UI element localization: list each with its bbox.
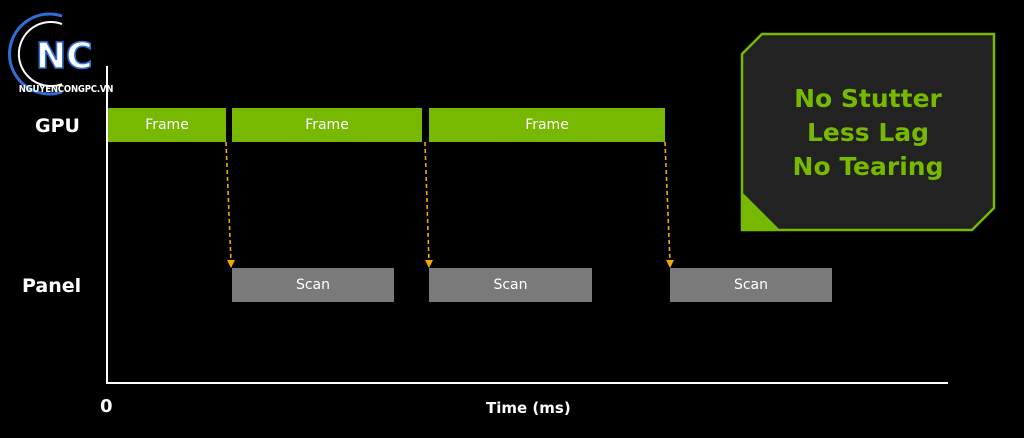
panel-scan-1: Scan — [232, 268, 394, 302]
axis-origin-label: 0 — [100, 396, 113, 417]
logo-letters: NC — [36, 36, 93, 77]
callout-box — [740, 32, 996, 232]
callout-line-1: No Stutter — [794, 84, 942, 113]
gpu-frame-1: Frame — [108, 108, 226, 142]
arrow-3-head — [666, 260, 674, 268]
gpu-row-label: GPU — [35, 115, 80, 137]
callout-corner-accent — [742, 192, 780, 230]
arrow-2 — [424, 141, 430, 263]
x-axis-line — [106, 382, 948, 384]
x-axis-label: Time (ms) — [486, 399, 571, 417]
y-axis-line — [106, 66, 108, 384]
logo-caption: NGUYENCONGPC.VN — [18, 84, 114, 95]
arrow-1 — [225, 141, 232, 263]
panel-scan-3: Scan — [670, 268, 832, 302]
panel-row-label: Panel — [22, 275, 82, 297]
gpu-frame-2: Frame — [232, 108, 422, 142]
arrow-1-head — [227, 260, 235, 268]
nguyencongpc-logo: NC — [8, 12, 93, 96]
panel-scan-2: Scan — [429, 268, 592, 302]
arrow-2-head — [425, 260, 433, 268]
arrow-3 — [664, 141, 671, 263]
gpu-frame-3: Frame — [429, 108, 665, 142]
callout-line-2: Less Lag — [806, 118, 930, 147]
callout-line-3: No Tearing — [792, 152, 944, 181]
callout-text: No Stutter Less Lag No Tearing — [740, 82, 996, 184]
